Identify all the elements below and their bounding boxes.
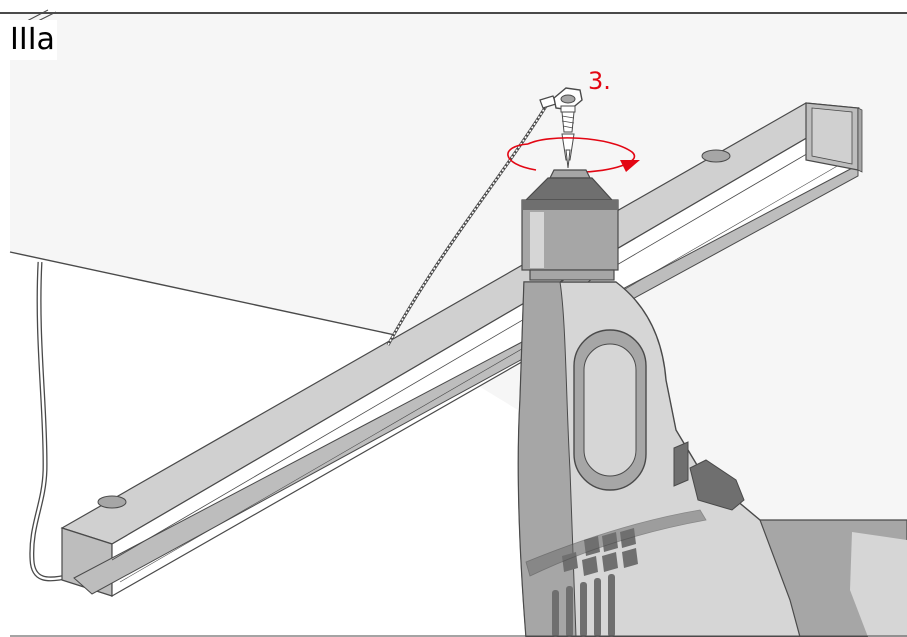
drill-chuck-nose (549, 169, 591, 179)
screw-icon (553, 87, 583, 169)
mounting-clip-left (97, 495, 127, 509)
drill-trigger (689, 459, 745, 511)
drill-cooling-slots (552, 574, 615, 637)
drill-side-switch (673, 441, 689, 487)
clockwise-rotation-arrow-icon (507, 137, 640, 173)
step-number: 3. (588, 67, 611, 95)
step-label: IIIa (8, 20, 57, 60)
power-drill-icon (517, 169, 907, 637)
led-profile (60, 102, 863, 598)
mounting-clip-right (701, 149, 731, 163)
drill-grip-oval-inner (583, 343, 637, 477)
mounting-clips (97, 149, 731, 509)
power-cable-highlight (30, 261, 71, 581)
